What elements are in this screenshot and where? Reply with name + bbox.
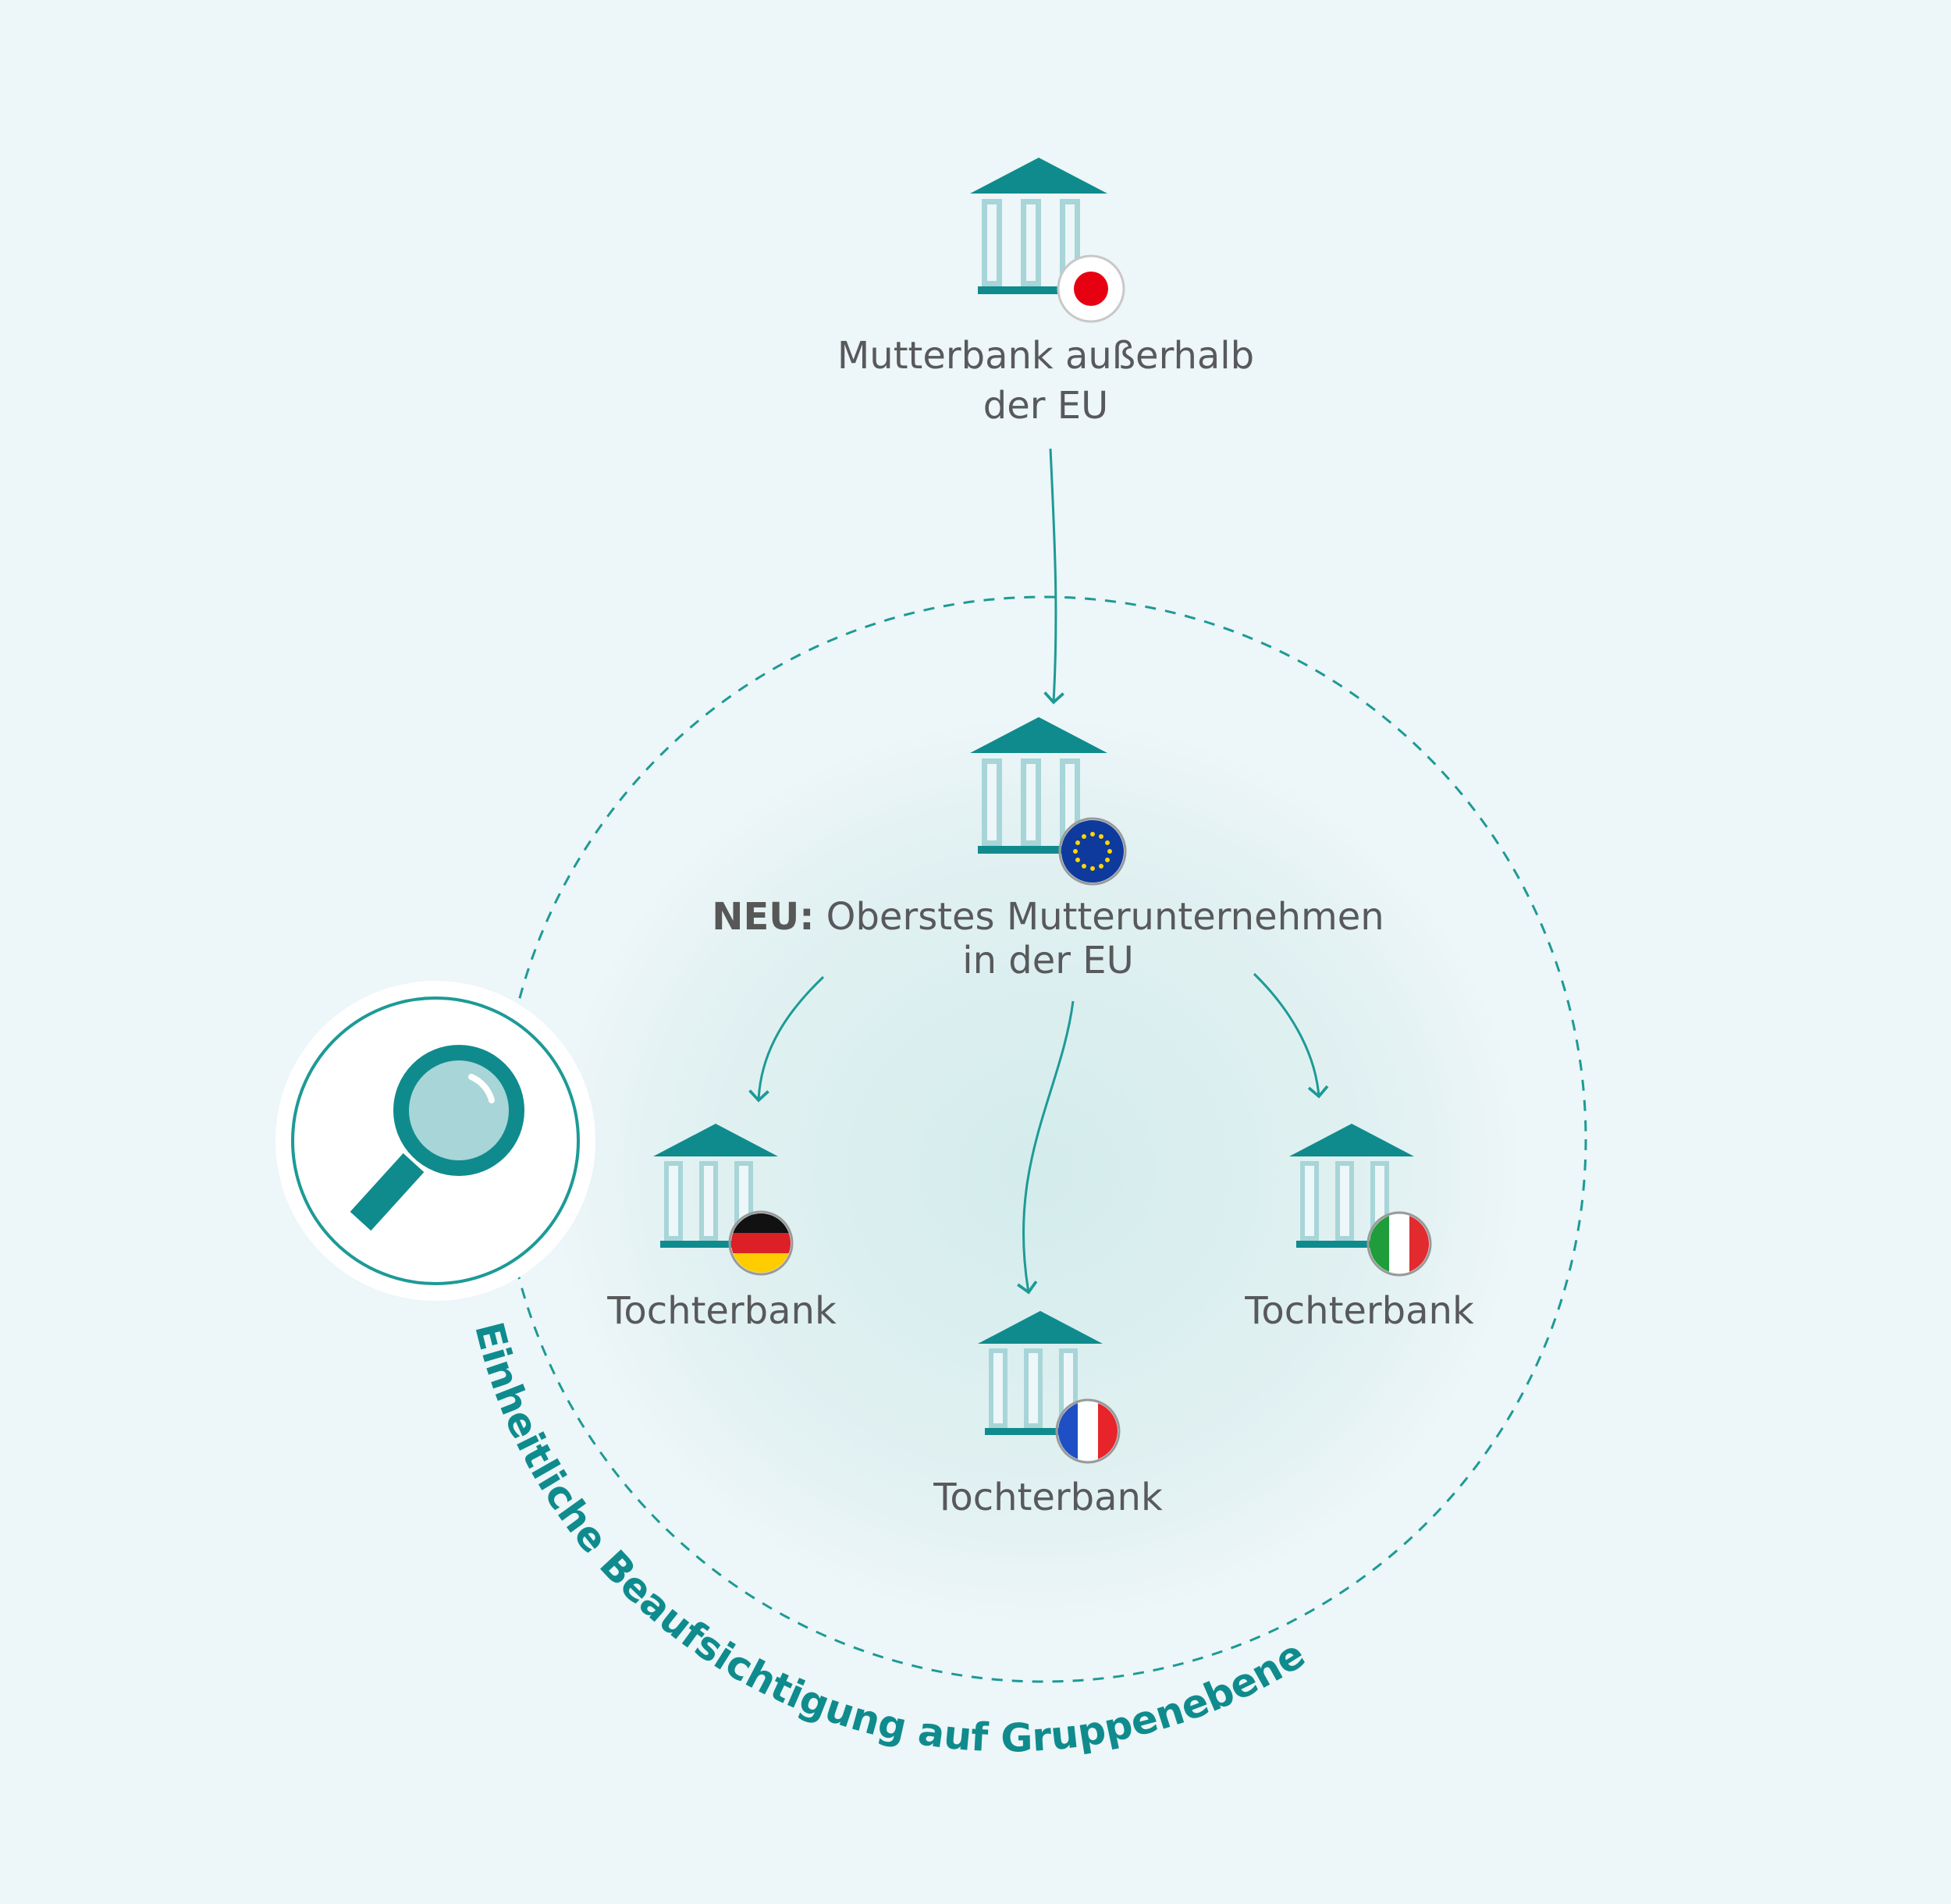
bank-parent-outside-eu: [970, 158, 1107, 294]
magnifier-badge: [275, 981, 595, 1301]
bank-subsidiary-germany: [653, 1124, 778, 1248]
arrow-to-eu-parent: [1043, 448, 1064, 705]
label-parent-bank-line1: Mutterbank außerhalb: [837, 334, 1255, 378]
arrow-to-germany: [748, 975, 825, 1103]
label-eu-parent-text: Oberstes Mutterunternehmen: [826, 895, 1384, 939]
label-eu-parent-line1: NEU: Oberstes Mutterunternehmen: [697, 892, 1399, 942]
arrow-to-italy: [1253, 972, 1329, 1099]
label-subsidiary-germany: Tochterbank: [607, 1289, 837, 1333]
eu-flag-icon: [1058, 817, 1127, 886]
italy-flag-icon: [1366, 1211, 1432, 1277]
arrow-to-france: [1017, 1000, 1075, 1295]
magnifier-icon: [350, 1045, 524, 1231]
france-flag-icon: [1055, 1398, 1121, 1464]
bank-subsidiary-italy: [1289, 1124, 1414, 1248]
label-eu-parent: NEU: Oberstes Mutterunternehmen in der E…: [697, 892, 1399, 986]
germany-flag-icon: [728, 1210, 794, 1276]
label-eu-parent-line2: in der EU: [962, 939, 1134, 982]
label-subsidiary-italy: Tochterbank: [1245, 1289, 1474, 1333]
bank-icon: [653, 1124, 778, 1248]
bank-icon: [1289, 1124, 1414, 1248]
supervision-circle: [499, 595, 1587, 1683]
label-subsidiary-france: Tochterbank: [933, 1476, 1163, 1519]
label-eu-parent-prefix: NEU:: [712, 895, 815, 939]
glow-background: [554, 718, 1522, 1623]
label-parent-bank-line2: der EU: [983, 384, 1109, 428]
label-parent-bank: Mutterbank außerhalb der EU: [695, 331, 1397, 431]
japan-flag-icon: [1057, 254, 1125, 323]
bank-icon: [970, 158, 1107, 294]
